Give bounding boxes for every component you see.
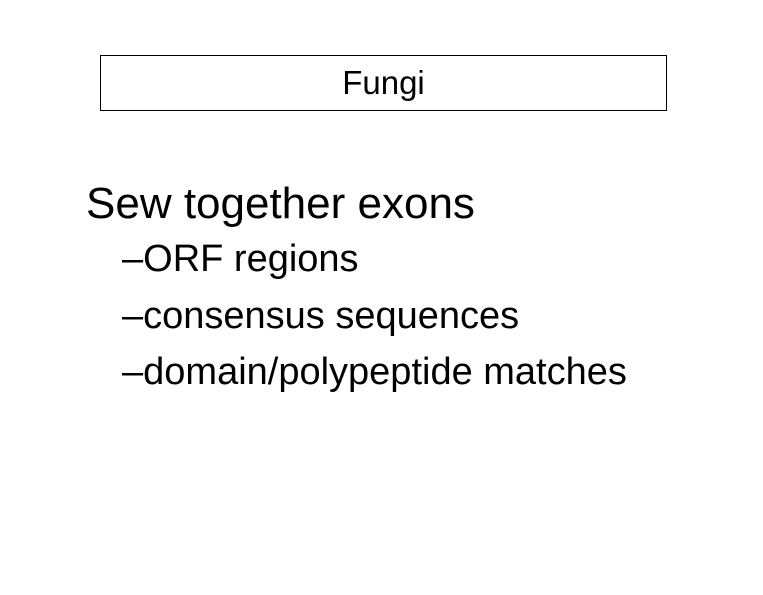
dash-bullet-icon: – — [122, 238, 144, 281]
list-item-label: ORF regions — [143, 238, 359, 281]
list-item: –ORF regions — [86, 231, 686, 288]
dash-bullet-icon: – — [122, 351, 144, 394]
list-item-label: domain/polypeptide matches — [143, 351, 627, 394]
bullet-level1-heading: Sew together exons — [86, 179, 475, 228]
title-placeholder-box[interactable]: Fungi — [100, 55, 667, 111]
list-item-label: consensus sequences — [143, 294, 520, 337]
sub-bullet-list: –ORF regions –consensus sequences –domai… — [86, 231, 686, 401]
list-item: –consensus sequences — [86, 288, 686, 345]
page-title: Fungi — [342, 63, 425, 101]
dash-bullet-icon: – — [122, 294, 144, 337]
list-item: –domain/polypeptide matches — [86, 344, 686, 401]
body-placeholder[interactable]: Sew together exons –ORF regions –consens… — [86, 178, 686, 401]
